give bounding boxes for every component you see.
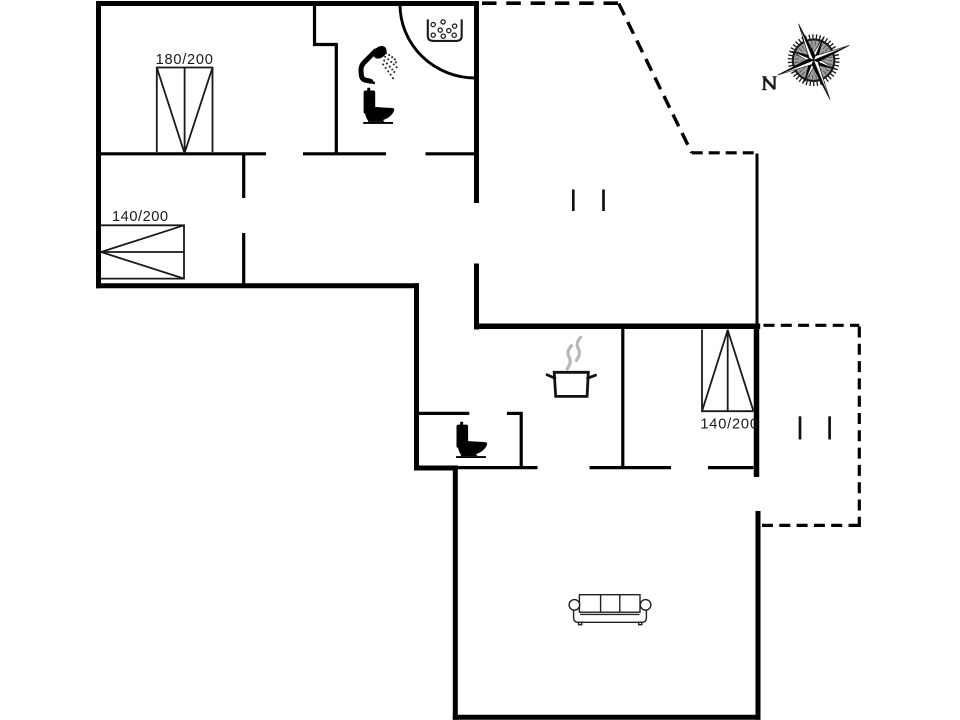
svg-text:140/200: 140/200: [700, 416, 758, 432]
svg-text:140/200: 140/200: [112, 209, 169, 225]
svg-text:180/200: 180/200: [156, 52, 214, 68]
